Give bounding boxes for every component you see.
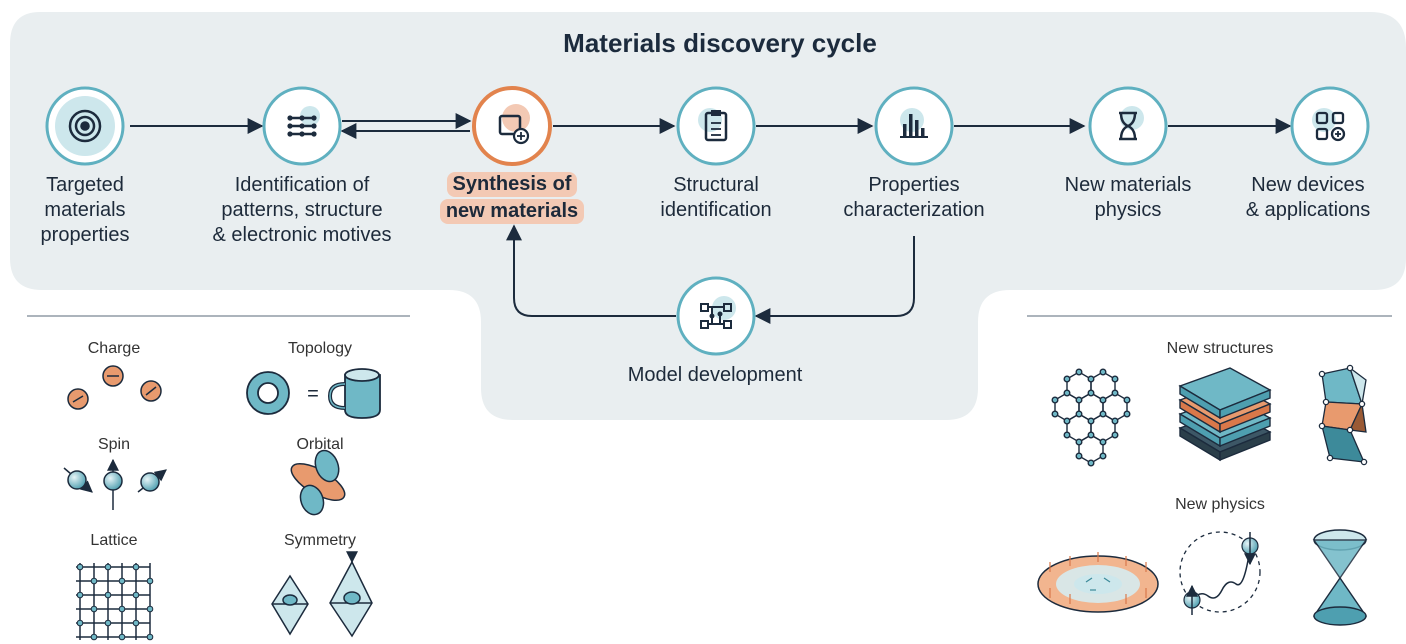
symmetry-icon [271,551,373,638]
right-panel [1027,315,1392,626]
diagram-title: Materials discovery cycle [563,28,877,58]
spin-label: Spin [97,436,131,453]
cooper-pair-icon [1179,531,1261,615]
charge-label: Charge [87,340,141,357]
model-development-label: Model development [627,364,803,386]
equals-sign: = [307,383,319,405]
new-physics-label: New physics [1175,496,1265,513]
symmetry-label: Symmetry [284,532,356,549]
arrow-props-model [754,236,915,324]
stage-label-devices: New devices& applications [1245,174,1371,221]
charge-icon [67,365,162,410]
arrow-model-synthesis [506,224,676,317]
spin-icon [63,458,167,510]
topology-icon [246,368,381,419]
dirac-cone-icon [1312,529,1368,626]
topology-label: Topology [287,340,353,357]
cycle-panel [10,12,1406,420]
new-structures-label: New structures [1166,340,1274,357]
octahedra-icon [1318,364,1368,466]
skyrmion-icon [1037,552,1159,613]
layered-stack-icon [1178,367,1272,462]
stage-circles [45,86,1370,356]
lattice-label: Lattice [90,532,138,549]
lattice-icon [76,563,154,641]
left-panel [27,315,410,641]
orbital-label: Orbital [296,436,344,453]
orbital-icon [290,449,346,516]
graphene-icon [1051,368,1131,467]
